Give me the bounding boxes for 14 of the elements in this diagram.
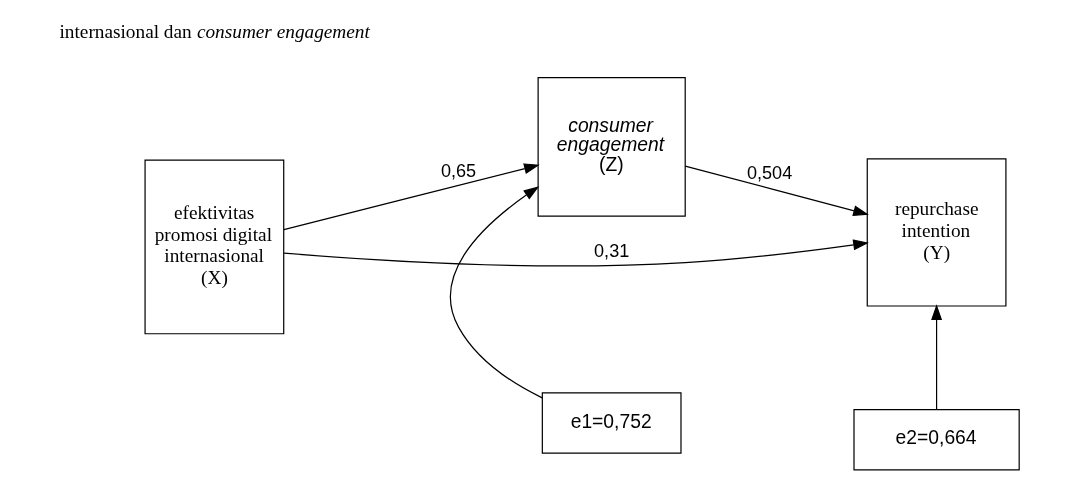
edge-label: 0,65 [440,161,476,181]
arrow [930,304,942,411]
arrow [684,165,869,217]
arrow [283,239,869,267]
node-box: e2=0,664 [852,409,1020,471]
node-box: efektivitas promosi digital internasional (X) [143,159,284,335]
edge-label: 0,31 [593,240,629,261]
arrow [449,186,543,399]
edge-label: 0,504 [746,163,792,184]
arrow [282,163,540,231]
node-box: e1=0,752 [541,392,682,454]
node-box: repurchase intention (Y) [866,158,1007,307]
node-box: consumer engagement (Z) [537,76,686,217]
label: internasional dan consumer engagement [58,21,370,43]
